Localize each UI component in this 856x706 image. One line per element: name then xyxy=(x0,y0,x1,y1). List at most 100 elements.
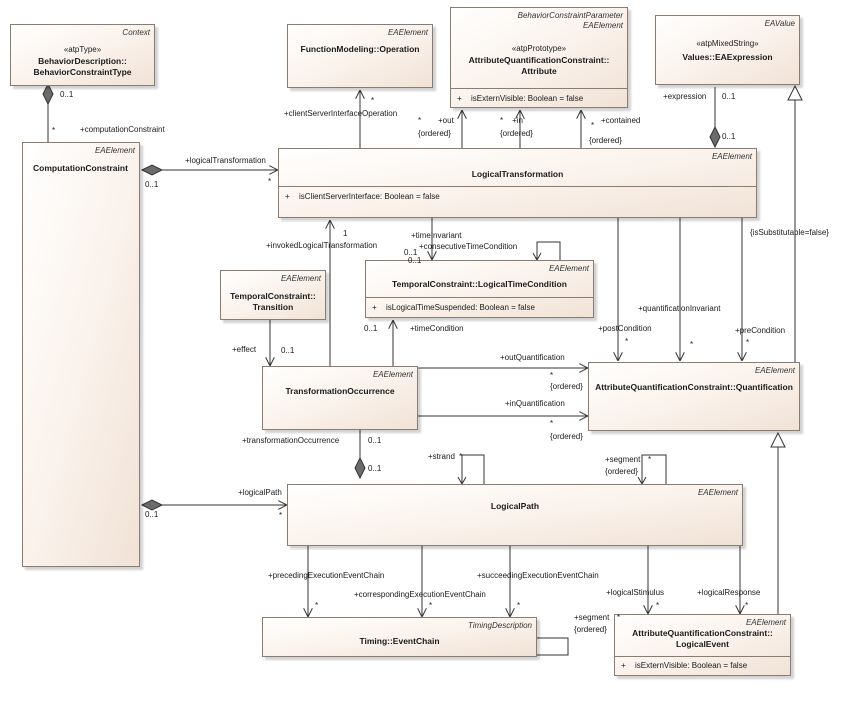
class-logical-event[interactable]: EAElement AttributeQuantificationConstra… xyxy=(614,614,791,676)
ordered-segment: {ordered} xyxy=(605,467,638,476)
composition-diamond-occurrence xyxy=(354,456,366,480)
role-segment: +segment xyxy=(605,455,641,464)
box-name: LogicalTransformation xyxy=(471,169,564,179)
box-tag: EAElement xyxy=(94,146,135,155)
multiplicity: 0..1 xyxy=(364,324,378,333)
box-name: AttributeQuantificationConstraint::Quant… xyxy=(595,382,793,392)
class-ea-expression[interactable]: EAValue «atpMixedString» Values::EAExpre… xyxy=(655,15,800,85)
visibility-marker: + xyxy=(457,94,462,103)
role-in: +in xyxy=(512,116,523,125)
assoc-strand xyxy=(461,454,485,484)
multiplicity: * xyxy=(617,613,621,622)
multiplicity: * xyxy=(459,452,463,461)
class-logical-path[interactable]: EAElement LogicalPath xyxy=(287,484,743,546)
role-transformation-occurrence: +transformationOccurrence xyxy=(242,436,340,445)
multiplicity: 0..1 xyxy=(722,132,736,141)
class-quantification[interactable]: EAElement AttributeQuantificationConstra… xyxy=(588,362,800,431)
multiplicity: 0..1 xyxy=(368,464,382,473)
class-logical-transformation[interactable]: EAElement LogicalTransformation + isClie… xyxy=(278,148,757,218)
multiplicity: 0..1 xyxy=(281,346,295,355)
box-stereotype: «atpType» xyxy=(63,45,102,54)
role-client-server-interface-operation: +clientServerInterfaceOperation xyxy=(284,109,398,118)
role-logical-transformation: +logicalTransformation xyxy=(185,156,266,165)
multiplicity: 0..1 xyxy=(368,436,382,445)
role-segment: +segment xyxy=(574,613,610,622)
composition-diamond-logical-path xyxy=(140,499,164,511)
box-name: Timing::EventChain xyxy=(359,636,440,646)
box-separator xyxy=(279,186,756,187)
box-separator xyxy=(615,656,790,657)
box-tag: TimingDescription xyxy=(468,621,532,630)
multiplicity: * xyxy=(746,338,750,347)
class-transition[interactable]: EAElement TemporalConstraint:: Transitio… xyxy=(220,270,326,320)
box-stereotype: «atpPrototype» xyxy=(511,44,567,53)
class-transformation-occurrence[interactable]: EAElement TransformationOccurrence xyxy=(262,366,418,430)
class-function-operation[interactable]: EAElement FunctionModeling::Operation xyxy=(287,24,433,88)
ordered-segment: {ordered} xyxy=(574,625,607,634)
box-name-line2: Transition xyxy=(252,302,294,312)
attribute-is-extern-visible: isExternVisible: Boolean = false xyxy=(635,661,748,670)
multiplicity: * xyxy=(625,337,629,346)
box-name: TransformationOccurrence xyxy=(285,386,395,396)
role-logical-path: +logicalPath xyxy=(238,488,282,497)
multiplicity: * xyxy=(517,601,521,610)
visibility-marker: + xyxy=(285,192,290,201)
multiplicity: * xyxy=(418,116,422,125)
attribute-is-extern-visible: isExternVisible: Boolean = false xyxy=(471,94,584,103)
box-tag: EAValue xyxy=(764,19,795,28)
box-tag: EAElement xyxy=(548,264,589,273)
box-tag: Context xyxy=(122,28,150,37)
box-name: Values::EAExpression xyxy=(682,52,773,62)
attribute-is-logical-time-suspended: isLogicalTimeSuspended: Boolean = false xyxy=(386,303,535,312)
class-event-chain[interactable]: TimingDescription Timing::EventChain xyxy=(262,617,537,657)
role-preceding-execution-event-chain: +precedingExecutionEventChain xyxy=(268,571,385,580)
box-separator xyxy=(366,297,593,298)
visibility-marker: + xyxy=(372,303,377,312)
box-name-line1: TemporalConstraint:: xyxy=(230,291,316,301)
box-stereotype: «atpMixedString» xyxy=(696,39,759,48)
ordered-in: {ordered} xyxy=(500,129,533,138)
class-logical-time-condition[interactable]: EAElement TemporalConstraint::LogicalTim… xyxy=(365,260,594,318)
multiplicity: 0..1 xyxy=(145,180,159,189)
role-quantification-invariant: +quantificationInvariant xyxy=(638,304,721,313)
constraint-is-substitutable: {isSubstitutable=false} xyxy=(750,228,829,237)
multiplicity: * xyxy=(690,340,694,349)
role-in-quantification: +inQuantification xyxy=(505,399,565,408)
box-tag: EAElement xyxy=(372,370,413,379)
role-time-invariant: +timeInvariant xyxy=(411,231,462,240)
role-succeeding-execution-event-chain: +succeedingExecutionEventChain xyxy=(477,571,599,580)
box-name: LogicalPath xyxy=(490,501,540,511)
box-name-line2: BehaviorConstraintType xyxy=(33,67,132,77)
generalization-triangle-quantification xyxy=(770,431,786,448)
class-behavior-constraint-type[interactable]: Context «atpType» BehaviorDescription:: … xyxy=(10,24,155,86)
box-separator xyxy=(451,88,627,89)
assoc-segment-a xyxy=(641,454,667,484)
composition-diamond-behavior xyxy=(42,82,54,106)
class-attribute[interactable]: BehaviorConstraintParameter EAElement «a… xyxy=(450,7,628,108)
multiplicity: * xyxy=(591,121,595,130)
class-computation-constraint[interactable]: EAElement ComputationConstraint xyxy=(22,142,140,567)
multiplicity: 0..1 xyxy=(60,90,74,99)
assoc-event-chain-segment xyxy=(530,637,569,656)
role-consecutive-time-condition: +consecutiveTimeCondition xyxy=(419,242,518,251)
box-tag: EAElement xyxy=(387,28,428,37)
multiplicity: * xyxy=(429,601,433,610)
role-out: +out xyxy=(438,116,454,125)
role-computation-constraint: +computationConstraint xyxy=(80,125,165,134)
ordered-in-quantification: {ordered} xyxy=(550,432,583,441)
multiplicity: 0..1 xyxy=(404,248,418,257)
generalization-triangle-expression xyxy=(787,84,803,101)
box-tag: EAElement xyxy=(745,618,786,627)
box-name: TemporalConstraint::LogicalTimeCondition xyxy=(392,279,567,289)
role-post-condition: +postCondition xyxy=(598,324,652,333)
visibility-marker: + xyxy=(621,661,626,670)
multiplicity: 1 xyxy=(343,229,348,238)
multiplicity: * xyxy=(656,601,660,610)
multiplicity: * xyxy=(648,455,652,464)
box-tag: EAElement xyxy=(280,274,321,283)
ordered-out: {ordered} xyxy=(418,129,451,138)
multiplicity: * xyxy=(268,177,272,186)
box-name: ComputationConstraint xyxy=(33,163,128,173)
